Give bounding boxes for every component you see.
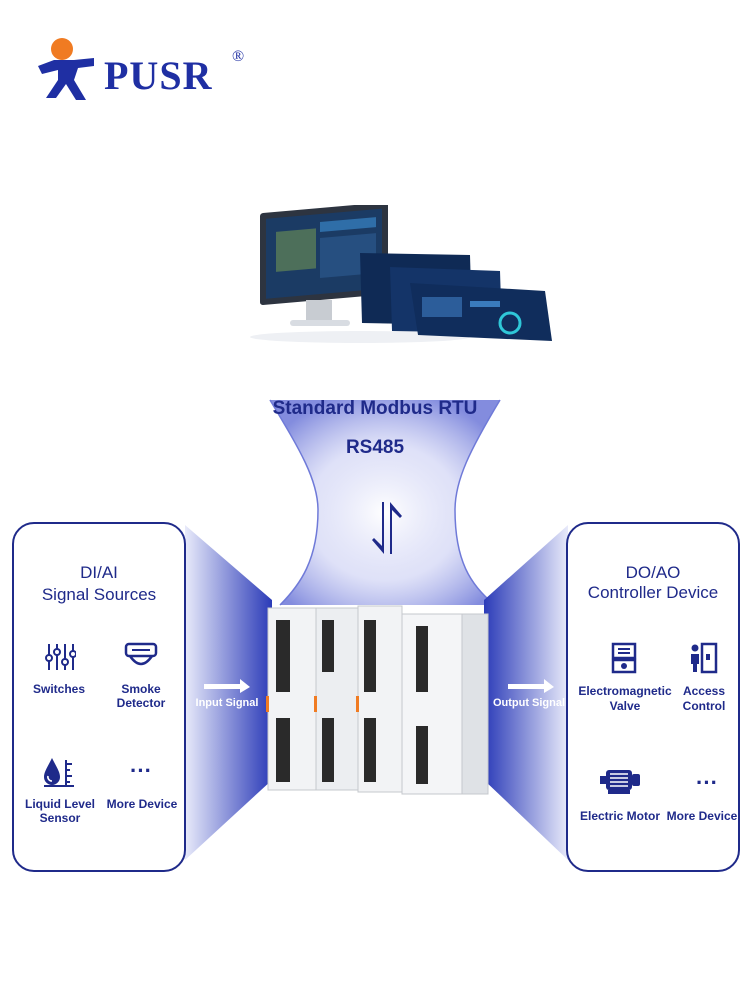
logo-registered-mark: ®: [232, 48, 245, 65]
switches-icon: [45, 644, 76, 670]
bidirectional-arrow-icon: [372, 502, 402, 554]
smoke-detector-icon: [124, 642, 158, 666]
access-label-line2: Control: [682, 699, 726, 713]
valve-label-line2: Valve: [609, 699, 641, 713]
valve-label-line1: Electromagnetic: [578, 684, 672, 698]
input-devices-panel: DI/AI Signal Sources Switches Smoke Dete…: [12, 522, 186, 872]
smoke-label-line2: Detector: [116, 696, 166, 710]
access-control-icon: [691, 642, 718, 674]
valve-icon: [611, 642, 637, 674]
motor-label: Electric Motor: [579, 809, 660, 823]
protocol-interface: RS485: [345, 437, 405, 458]
liquid-label-line1: Liquid Level: [24, 797, 95, 811]
liquid-level-icon: [44, 758, 74, 787]
output-devices-panel: DO/AO Controller Device Electromagnetic …: [566, 522, 740, 872]
panel-title-line1: DI/AI: [80, 563, 118, 582]
output-signal-label: Output Signal: [492, 697, 566, 709]
pusr-logo-icon: [38, 38, 94, 100]
motor-icon: [600, 770, 640, 794]
logo-text: PUSR: [104, 53, 213, 98]
smoke-label-line1: Smoke: [121, 682, 161, 696]
input-arrow-icon: [204, 679, 250, 693]
panel-title-line2: Signal Sources: [41, 585, 157, 604]
monitor-illustration: [250, 205, 552, 343]
liquid-label-line2: Sensor: [39, 811, 81, 825]
panel-title-line2: Controller Device: [587, 583, 719, 602]
input-signal-label: Input Signal: [195, 697, 259, 709]
more-device-label: More Device: [666, 809, 738, 823]
panel-title-line1: DO/AO: [625, 563, 681, 582]
output-arrow-icon: [508, 679, 554, 693]
protocol-title: Standard Modbus RTU: [272, 398, 478, 419]
more-device-label: More Device: [106, 797, 178, 811]
io-module-illustration: [266, 605, 489, 795]
more-icon: ···: [696, 770, 718, 795]
more-icon: ···: [130, 758, 152, 783]
access-label-line1: Access: [682, 684, 726, 698]
switches-label: Switches: [32, 682, 86, 696]
